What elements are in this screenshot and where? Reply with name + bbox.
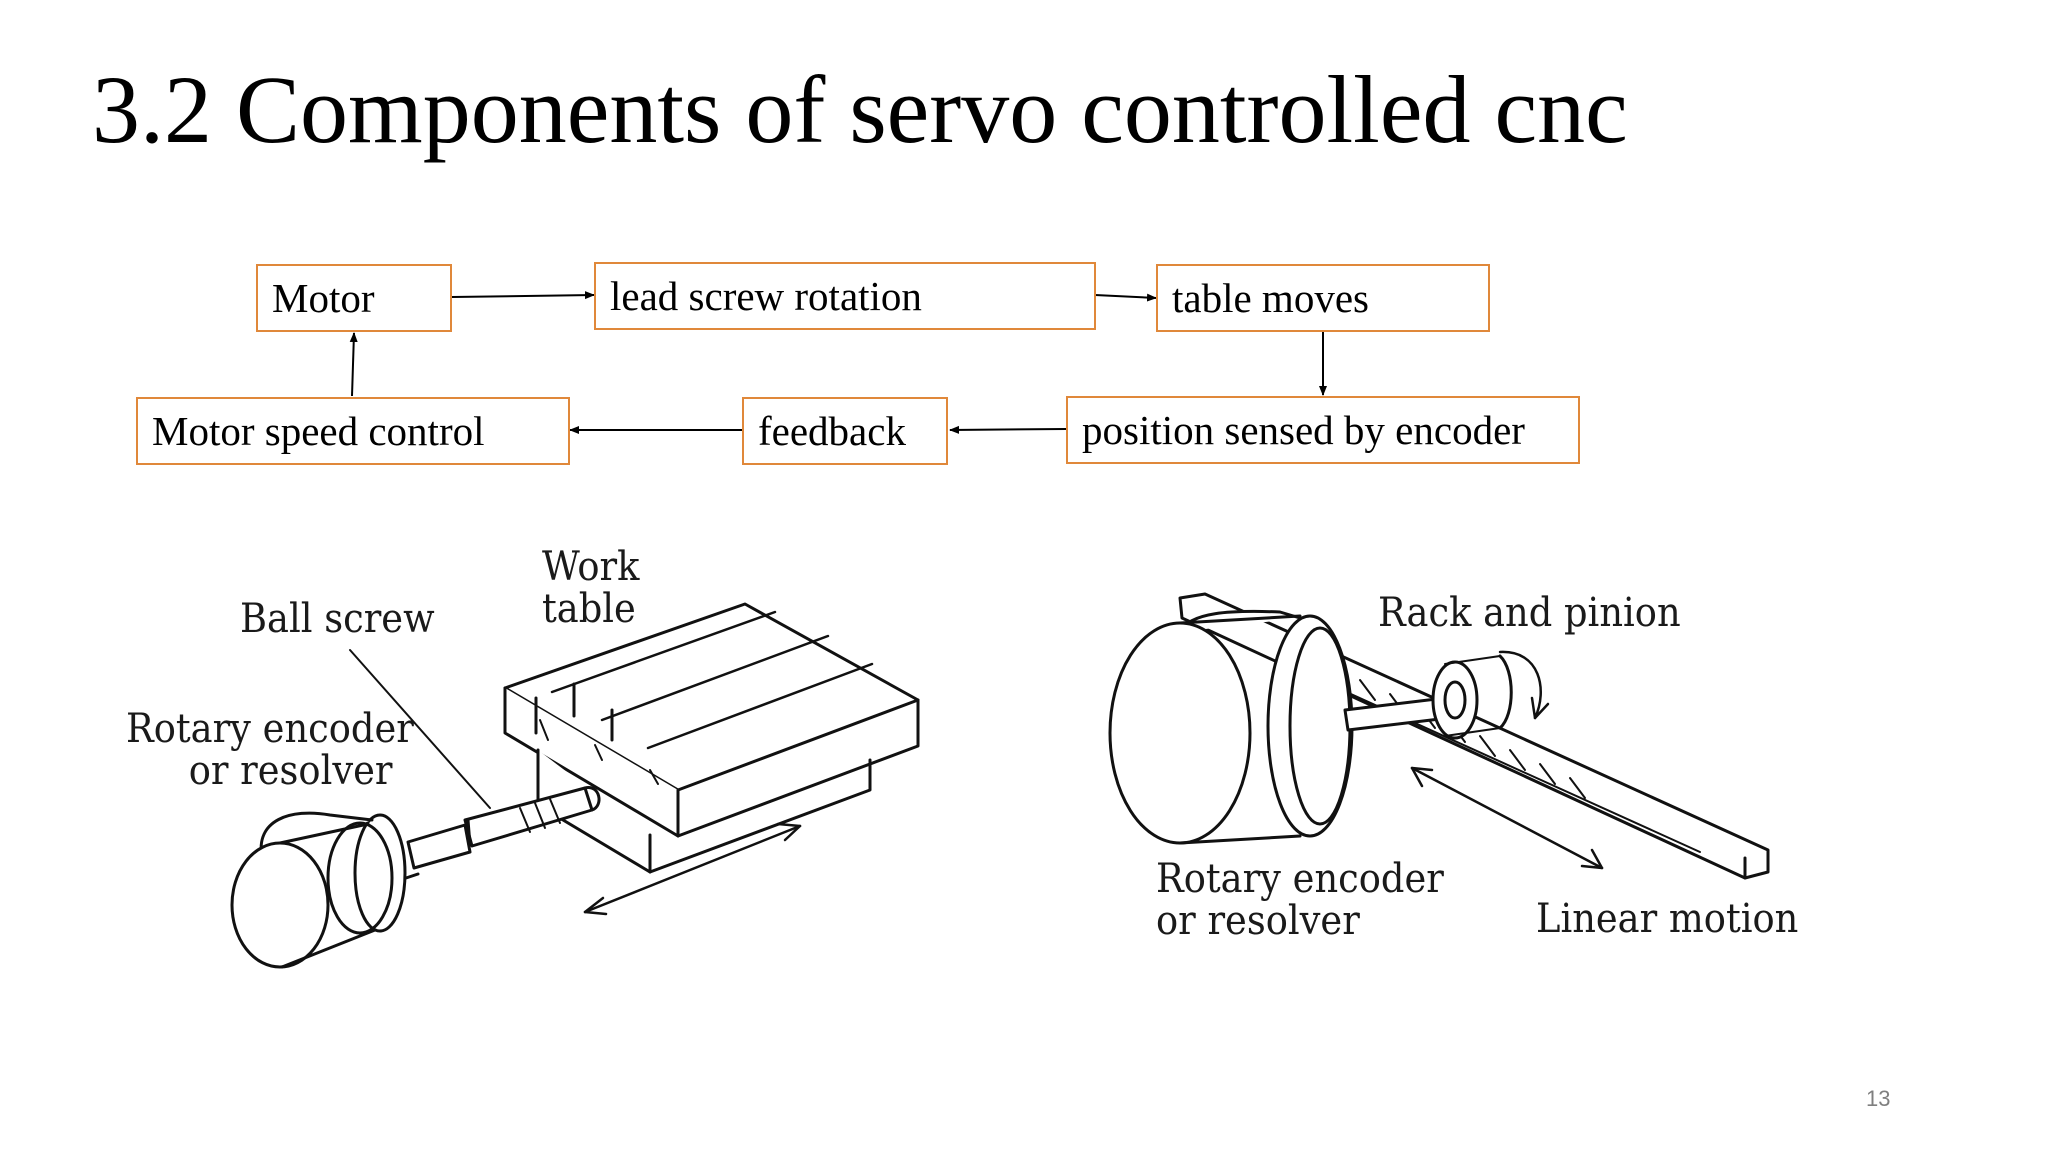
work-table-shape <box>503 602 920 874</box>
left-encoder-label: Rotary encoder or resolver <box>126 708 414 792</box>
arrow-speedcontrol-to-motor <box>349 332 358 397</box>
table-moves-label: table moves <box>1172 274 1369 321</box>
left-motor-shape <box>230 811 407 969</box>
page-number: 13 <box>1866 1086 1891 1111</box>
position-sensed-label: position sensed by encoder <box>1082 406 1525 453</box>
lead-screw-label: lead screw rotation <box>610 272 922 319</box>
work-table-line2: table <box>542 586 636 632</box>
speed-control-label: Motor speed control <box>152 407 485 454</box>
motor-box: Motor <box>256 264 452 332</box>
motor-label: Motor <box>272 274 375 321</box>
work-table-label: Work table <box>542 546 639 630</box>
ball-screw-label: Ball screw <box>240 596 435 642</box>
lead-screw-box: lead screw rotation <box>594 262 1096 330</box>
feedback-box: feedback <box>742 397 948 465</box>
left-encoder-line2: or resolver <box>188 748 393 794</box>
arrow-leadscrew-to-table <box>1094 293 1157 302</box>
work-table-line1: Work <box>542 544 640 590</box>
ball-screw-leader <box>349 649 491 809</box>
linear-motion-arrow <box>1410 766 1604 870</box>
feedback-label: feedback <box>758 407 906 454</box>
right-encoder-line2: or resolver <box>1156 898 1360 944</box>
right-encoder-label: Rotary encoder or resolver <box>1156 858 1444 942</box>
left-encoder-line1: Rotary encoder <box>126 706 414 752</box>
right-encoder-line1: Rotary encoder <box>1156 856 1444 902</box>
speed-control-box: Motor speed control <box>136 397 570 465</box>
rotation-arrow <box>1498 650 1542 720</box>
right-motor-shape <box>1108 609 1354 845</box>
linear-motion-label: Linear motion <box>1536 896 1799 942</box>
arrow-position-to-feedback <box>949 425 1067 434</box>
table-moves-box: table moves <box>1156 264 1490 332</box>
slide-title: 3.2 Components of servo controlled cnc <box>92 56 1628 163</box>
pinion-shape <box>1343 654 1513 740</box>
arrow-motor-to-leadscrew <box>451 291 595 300</box>
position-sensed-box: position sensed by encoder <box>1066 396 1580 464</box>
table-motion-arrow <box>583 824 802 914</box>
rack-pinion-label: Rack and pinion <box>1378 590 1681 636</box>
ball-screw-shape <box>391 786 601 880</box>
